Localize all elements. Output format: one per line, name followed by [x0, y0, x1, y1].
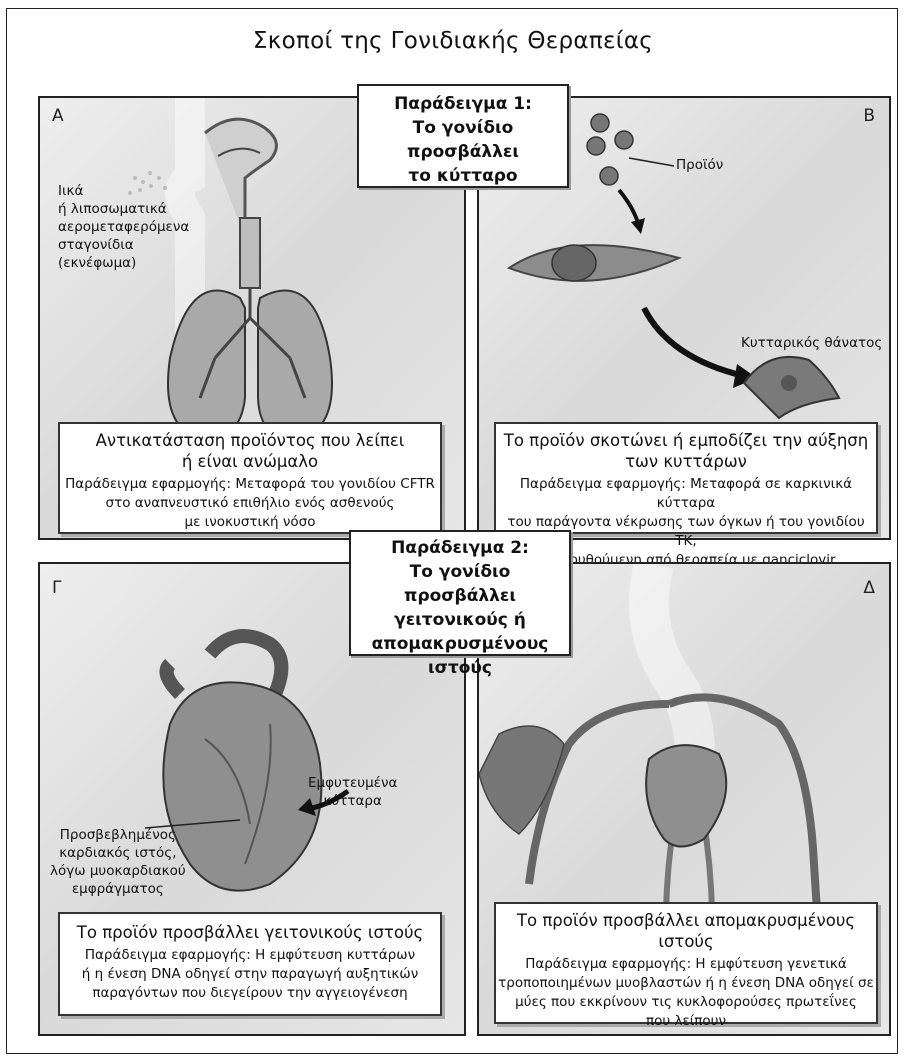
caption-d-desc: μύες που εκκρίνουν τις κυκλοφορούσες πρω…	[496, 993, 876, 1012]
caption-d-desc: Παράδειγμα εφαρμογής: Η εμφύτευση γενετι…	[496, 955, 876, 974]
caption-d-title: Το προϊόν προσβάλλει απομακρυσμένους ιστ…	[496, 910, 876, 952]
caption-a-desc: Παράδειγμα εφαρμογής: Μεταφορά του γονιδ…	[60, 475, 440, 494]
example-1-line: Παράδειγμα 1:	[359, 92, 567, 116]
aerosol-label: Ιικά ή λιποσωματικά αερομεταφερόμενα στα…	[58, 182, 189, 272]
aerosol-label-line: ή λιποσωματικά	[58, 200, 189, 218]
example-2-line: απομακρυσμένους	[351, 632, 569, 656]
example-1-line: το κύτταρο	[359, 164, 567, 188]
infarct-tissue-line: λόγω μυοκαρδιακού	[50, 862, 186, 880]
caption-a-desc: στο αναπνευστικό επιθήλιο ενός ασθενούς	[60, 494, 440, 513]
aerosol-label-line: Ιικά	[58, 182, 189, 200]
example-2-box: Παράδειγμα 2: Το γονίδιο προσβάλλει γειτ…	[349, 530, 571, 656]
implanted-cells-label: Εμφυτευμένα κύτταρα	[308, 774, 397, 810]
caption-d-desc: που λείπουν	[496, 1012, 876, 1031]
caption-b: Το προϊόν σκοτώνει ή εμποδίζει την αύξησ…	[494, 422, 878, 534]
caption-b-desc: Παράδειγμα εφαρμογής: Μεταφορά σε καρκιν…	[496, 475, 876, 513]
caption-b-title: των κυττάρων	[496, 451, 876, 472]
figure-title: Σκοποί της Γονιδιακής Θεραπείας	[0, 28, 906, 54]
caption-c-title: Το προϊόν προσβάλλει γειτονικούς ιστούς	[60, 922, 440, 943]
infarct-tissue-line: καρδιακός ιστός,	[50, 844, 186, 862]
example-2-line: ιστούς	[351, 656, 569, 680]
caption-c-desc: Παράδειγμα εφαρμογής: Η εμφύτευση κυττάρ…	[60, 946, 440, 965]
example-1-box: Παράδειγμα 1: Το γονίδιο προσβάλλει το κ…	[357, 84, 569, 188]
example-2-line: γειτονικούς ή	[351, 608, 569, 632]
caption-a: Αντικατάσταση προϊόντος που λείπει ή είν…	[58, 422, 442, 534]
infarct-tissue-line: Προσβεβλημένος	[50, 826, 186, 844]
infarct-tissue-label: Προσβεβλημένος καρδιακός ιστός, λόγω μυο…	[50, 826, 186, 898]
caption-d: Το προϊόν προσβάλλει απομακρυσμένους ιστ…	[494, 902, 878, 1024]
cell-death-label: Κυτταρικός θάνατος	[741, 334, 882, 352]
example-1-line: Το γονίδιο προσβάλλει	[359, 116, 567, 164]
implanted-cells-line: Εμφυτευμένα	[308, 774, 397, 792]
example-2-line: Παράδειγμα 2:	[351, 536, 569, 560]
implanted-cells-line: κύτταρα	[308, 792, 397, 810]
caption-c: Το προϊόν προσβάλλει γειτονικούς ιστούς …	[58, 912, 442, 1016]
caption-a-title: ή είναι ανώμαλο	[60, 451, 440, 472]
product-label: Προϊόν	[676, 156, 723, 174]
caption-b-title: Το προϊόν σκοτώνει ή εμποδίζει την αύξησ…	[496, 430, 876, 451]
infarct-tissue-line: εμφράγματος	[50, 880, 186, 898]
aerosol-label-line: σταγονίδια	[58, 236, 189, 254]
caption-d-desc: τροποποιημένων μυοβλαστών ή η ένεση DNA …	[496, 974, 876, 993]
aerosol-label-line: (εκνέφωμα)	[58, 254, 189, 272]
caption-c-desc: ή η ένεση DNA οδηγεί στην παραγωγή αυξητ…	[60, 965, 440, 984]
caption-a-title: Αντικατάσταση προϊόντος που λείπει	[60, 430, 440, 451]
caption-c-desc: παραγόντων που διεγείρουν την αγγειογένε…	[60, 984, 440, 1003]
aerosol-label-line: αερομεταφερόμενα	[58, 218, 189, 236]
example-2-line: Το γονίδιο προσβάλλει	[351, 560, 569, 608]
